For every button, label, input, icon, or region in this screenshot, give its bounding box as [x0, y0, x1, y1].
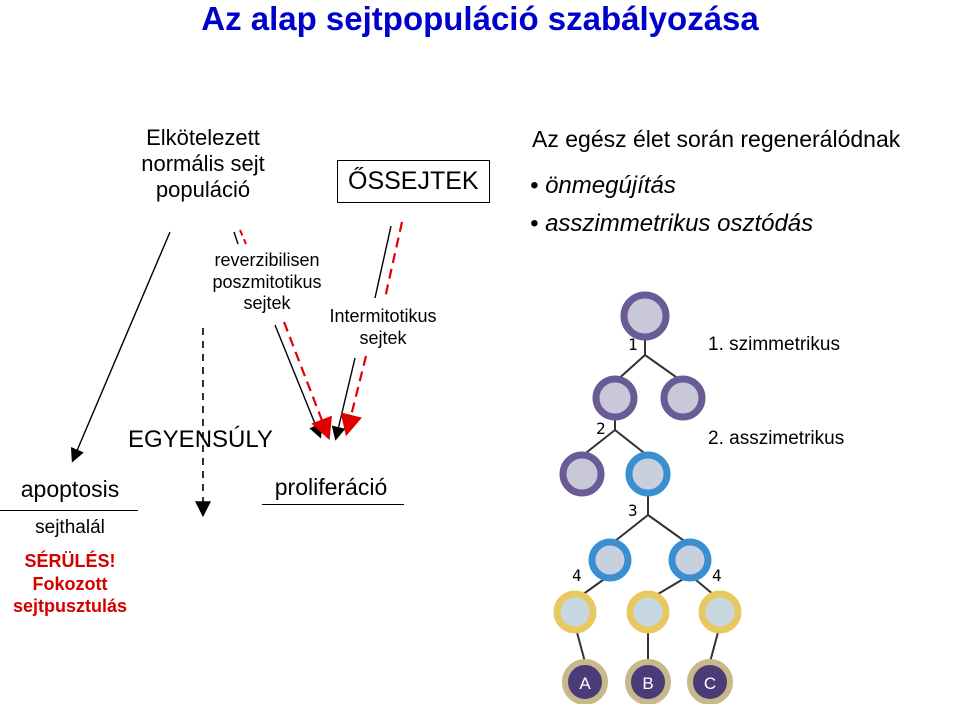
arrow-mark-red: [239, 229, 247, 245]
equilibrium-label: EGYENSÚLY: [128, 426, 273, 453]
arrow-intermitotic-black: [331, 357, 356, 441]
final-cells: [562, 659, 733, 704]
reversible-cells-label: reverzibilisen poszmitotikus sejtek: [212, 250, 322, 314]
arrow-reversible-red: [282, 321, 332, 441]
final-cell-b: B: [642, 674, 653, 693]
level-label-4b: 4: [712, 566, 722, 585]
bullet-self-renewal-text: önmegújítás: [545, 172, 676, 199]
arrow-to-apoptosis: [70, 231, 171, 463]
level-label-3: 3: [628, 501, 638, 520]
progenitor-cells: [588, 451, 712, 582]
bullet-asymmetric-division-text: asszimmetrikus osztódás: [545, 210, 814, 237]
symmetric-label: 1. szimmetrikus: [708, 334, 840, 355]
cell-death-label: sejthalál: [35, 517, 105, 538]
arrow-mark-black: [233, 231, 239, 245]
stem-cells-box: ŐSSEJTEK: [337, 160, 490, 203]
intermitotic-cells-label: Intermitotikus sejtek: [329, 306, 437, 348]
proliferation-label: proliferáció: [274, 474, 388, 500]
increased-destruction-label: Fokozott sejtpusztulás: [12, 574, 128, 616]
bullet-self-renewal: • önmegújítás: [530, 172, 676, 199]
page-title: Az alap sejtpopuláció szabályozása: [201, 0, 759, 37]
apoptosis-label: apoptosis: [20, 476, 120, 502]
final-cell-a: A: [579, 674, 591, 693]
arrow-stem-red: [383, 221, 404, 299]
stem-cells: [559, 291, 706, 497]
final-cell-c: C: [704, 674, 716, 693]
committed-population-label: Elkötelezett normális sejt populáció: [141, 125, 265, 202]
arrow-stem-black: [374, 225, 392, 299]
bullet-asymmetric-division: • asszimmetrikus osztódás: [530, 210, 814, 237]
differentiated-cells: [553, 590, 742, 634]
level-label-4a: 4: [572, 566, 582, 585]
asymmetric-label: 2. asszimetrikus: [708, 428, 845, 449]
level-label-2: 2: [596, 419, 606, 438]
apoptosis-rule: [0, 510, 138, 511]
arrow-intermitotic-red: [340, 355, 368, 437]
regeneration-heading: Az egész élet során regenerálódnak: [532, 126, 901, 152]
injury-label: SÉRÜLÉS!: [24, 551, 116, 571]
level-label-1: 1: [628, 335, 638, 354]
proliferation-rule: [262, 504, 404, 505]
